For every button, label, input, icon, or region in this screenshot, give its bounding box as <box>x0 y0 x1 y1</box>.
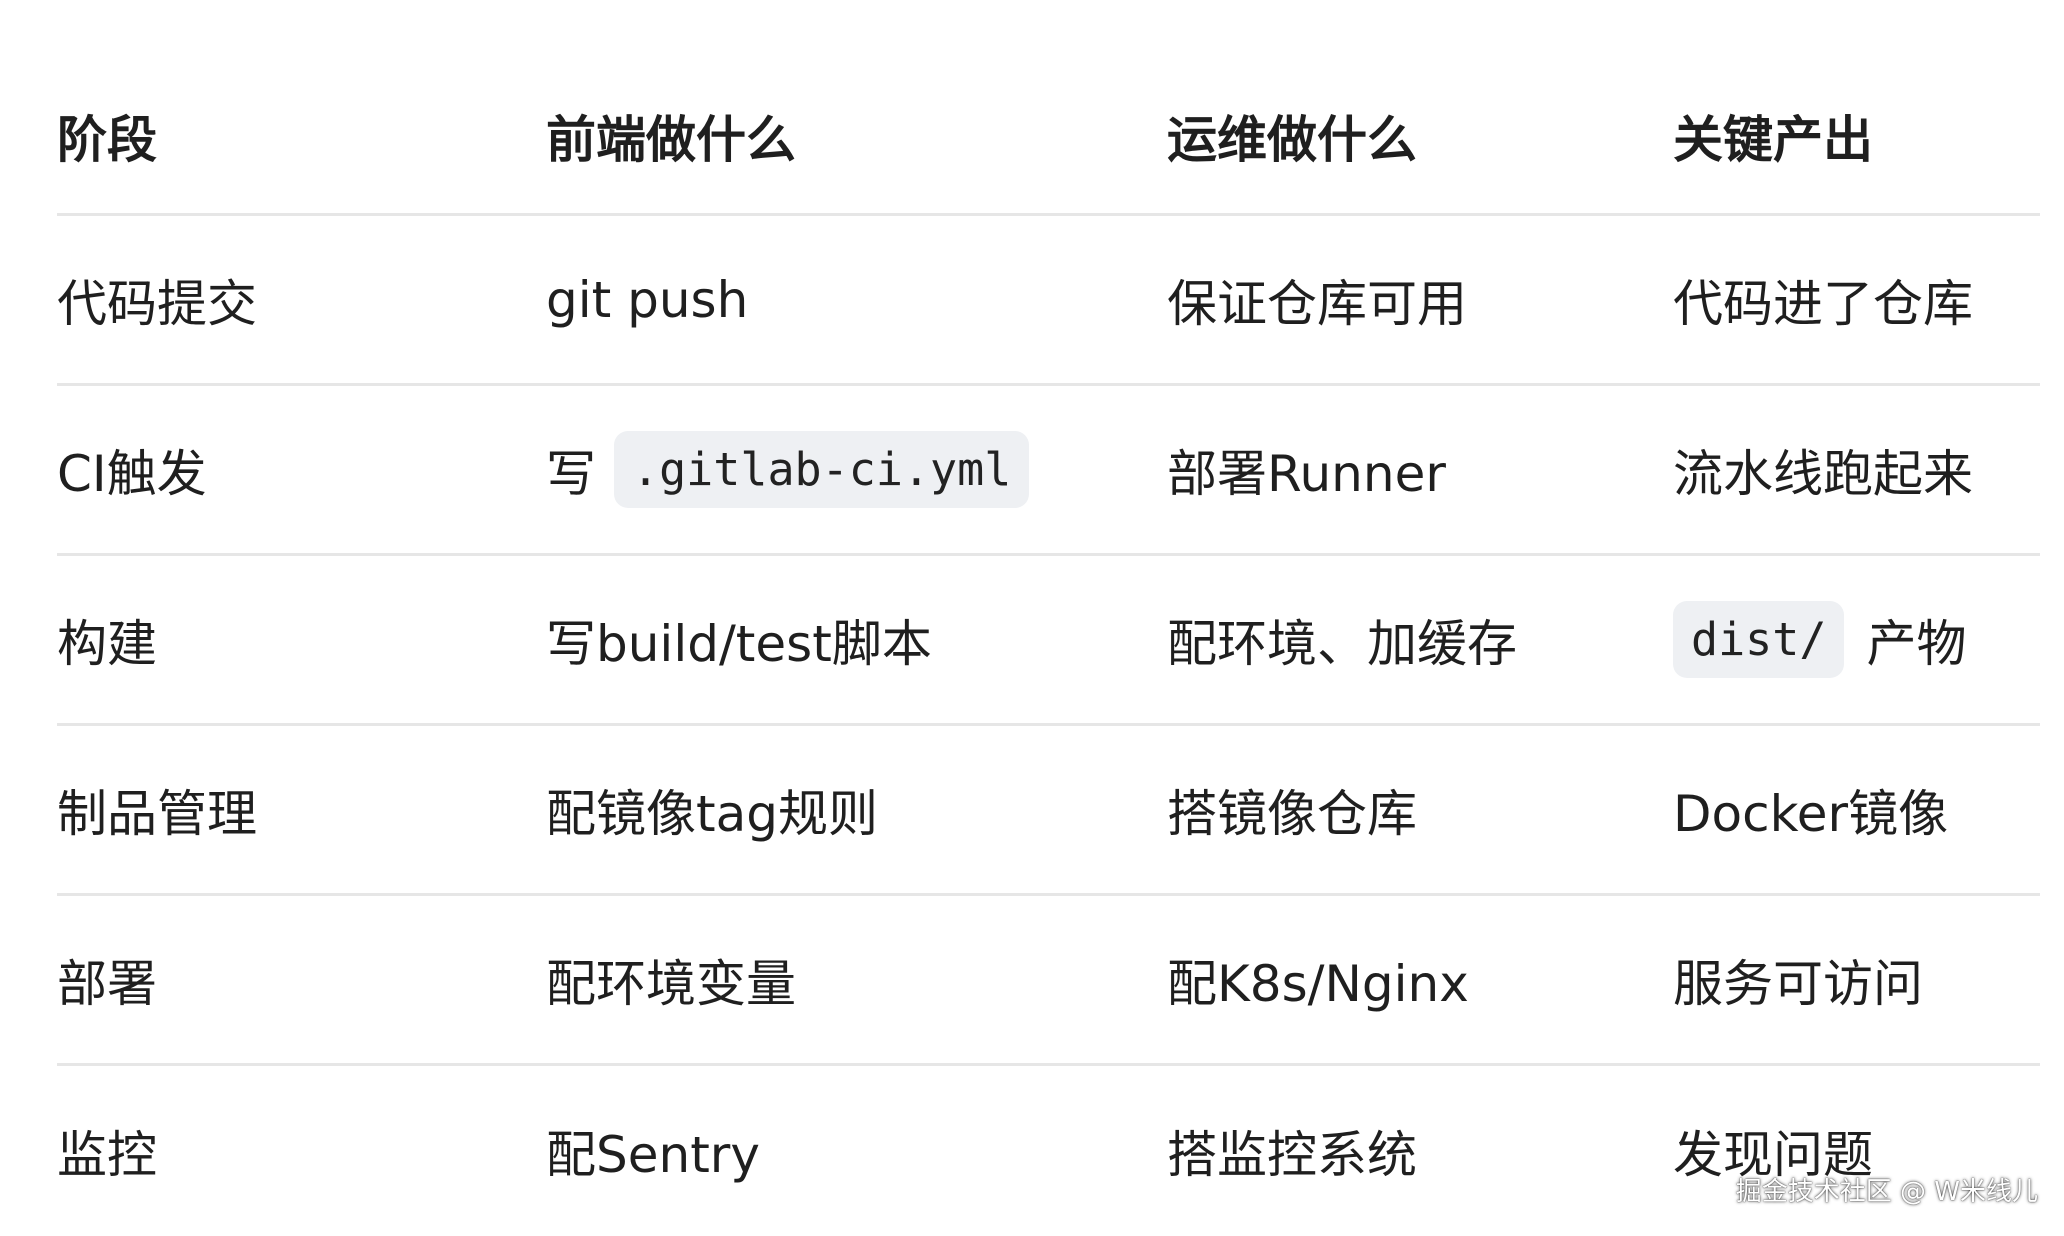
cell-stage: 部署 <box>57 954 157 1013</box>
cell-stage: 构建 <box>57 614 157 673</box>
cell-output: 代码进了仓库 <box>1673 274 1973 333</box>
cell-stage: 代码提交 <box>57 274 257 333</box>
cell-ops: 保证仓库可用 <box>1167 274 1467 333</box>
inline-code: .gitlab-ci.yml <box>614 431 1030 508</box>
cell-ops: 配K8s/Nginx <box>1167 954 1469 1013</box>
table-row: 构建 写build/test脚本 配环境、加缓存 dist/ 产物 <box>57 556 2040 726</box>
header-stage: 阶段 <box>57 110 157 169</box>
header-frontend: 前端做什么 <box>546 110 796 169</box>
cell-output: 流水线跑起来 <box>1673 444 1973 503</box>
cell-frontend: 配镜像tag规则 <box>546 784 878 843</box>
header-ops: 运维做什么 <box>1167 110 1417 169</box>
cell-output: 发现问题 <box>1673 1126 1873 1184</box>
watermark: 掘金技术社区 @ W米线儿 <box>1735 1177 2038 1207</box>
cell-frontend: 配Sentry <box>546 1126 760 1184</box>
table-row: CI触发 写 .gitlab-ci.yml 部署Runner 流水线跑起来 <box>57 386 2040 556</box>
header-output: 关键产出 <box>1673 110 1873 169</box>
cell-output: 服务可访问 <box>1673 954 1923 1013</box>
cell-frontend: 写 .gitlab-ci.yml <box>546 386 1030 553</box>
cell-ops: 部署Runner <box>1167 444 1446 503</box>
cell-stage: 制品管理 <box>57 784 257 843</box>
table-row: 制品管理 配镜像tag规则 搭镜像仓库 Docker镜像 <box>57 726 2040 896</box>
cell-output: dist/ 产物 <box>1673 556 1966 723</box>
cell-ops: 搭监控系统 <box>1167 1126 1417 1184</box>
cell-frontend: 写build/test脚本 <box>546 614 932 673</box>
cell-stage: CI触发 <box>57 444 207 503</box>
cell-stage: 监控 <box>57 1126 157 1184</box>
cell-text: 产物 <box>1866 614 1967 673</box>
cell-ops: 配环境、加缓存 <box>1167 614 1517 673</box>
cell-output: Docker镜像 <box>1673 784 1949 843</box>
table-row: 部署 配环境变量 配K8s/Nginx 服务可访问 <box>57 896 2040 1066</box>
inline-code: dist/ <box>1673 601 1845 678</box>
cell-frontend: git push <box>546 270 749 329</box>
table-row: 代码提交 git push 保证仓库可用 代码进了仓库 <box>57 216 2040 386</box>
cell-ops: 搭镜像仓库 <box>1167 784 1417 843</box>
table-header-row: 阶段 前端做什么 运维做什么 关键产出 <box>57 58 2040 216</box>
cell-text: 写 <box>546 444 596 503</box>
stage-table: 阶段 前端做什么 运维做什么 关键产出 代码提交 git push 保证仓库可用… <box>57 58 2040 1236</box>
cell-frontend: 配环境变量 <box>546 954 796 1013</box>
table-row: 监控 配Sentry 搭监控系统 发现问题 <box>57 1066 2040 1236</box>
